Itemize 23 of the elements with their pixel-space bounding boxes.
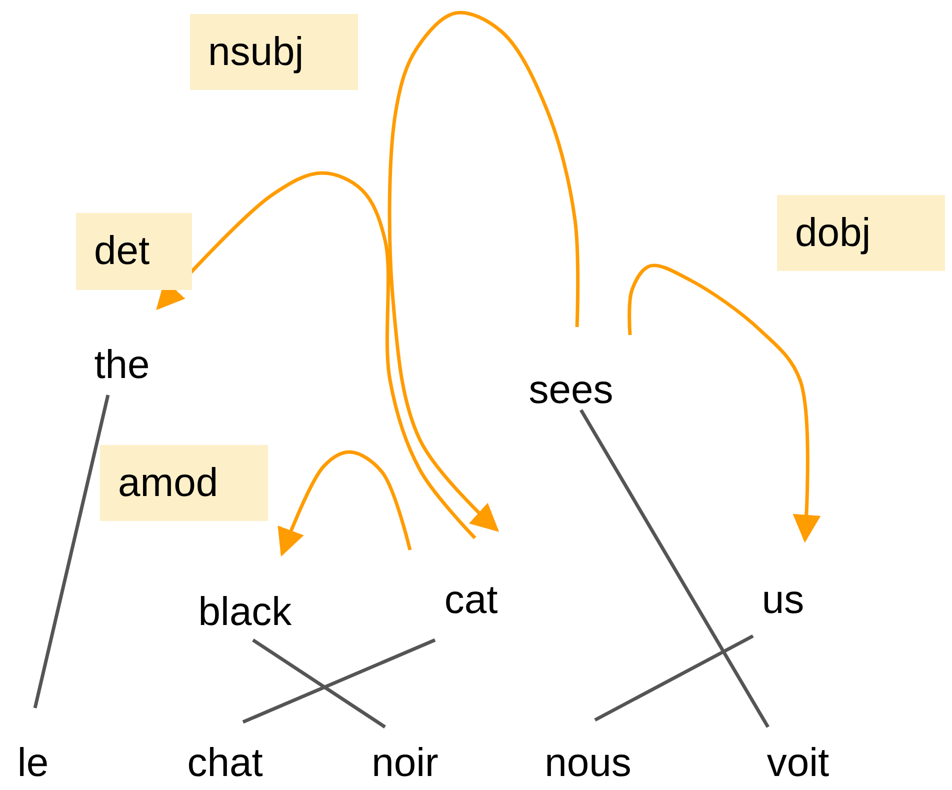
alignment-line [242, 638, 436, 724]
dependency-arrow [278, 450, 412, 557]
alignment-line [252, 638, 386, 728]
alignment-line [594, 634, 754, 722]
word: sees [528, 368, 614, 412]
alignment-line [580, 409, 770, 728]
word: chat [187, 741, 263, 785]
word: le [17, 741, 49, 785]
dependency-arrow [388, 11, 580, 532]
word: cat [444, 578, 498, 622]
dependency-arrow [628, 264, 821, 543]
relation-label: nsubj [190, 14, 358, 90]
alignment-line [33, 394, 110, 708]
word: black [198, 590, 292, 634]
word: the [94, 343, 150, 387]
word: voit [766, 741, 830, 785]
relation-label: dobj [777, 195, 945, 271]
relation-label: amod [100, 445, 268, 521]
word: noir [372, 741, 438, 785]
relation-label: det [76, 213, 192, 290]
word: us [762, 578, 804, 622]
dependency-arrow [156, 171, 476, 540]
word: nous [544, 741, 632, 785]
